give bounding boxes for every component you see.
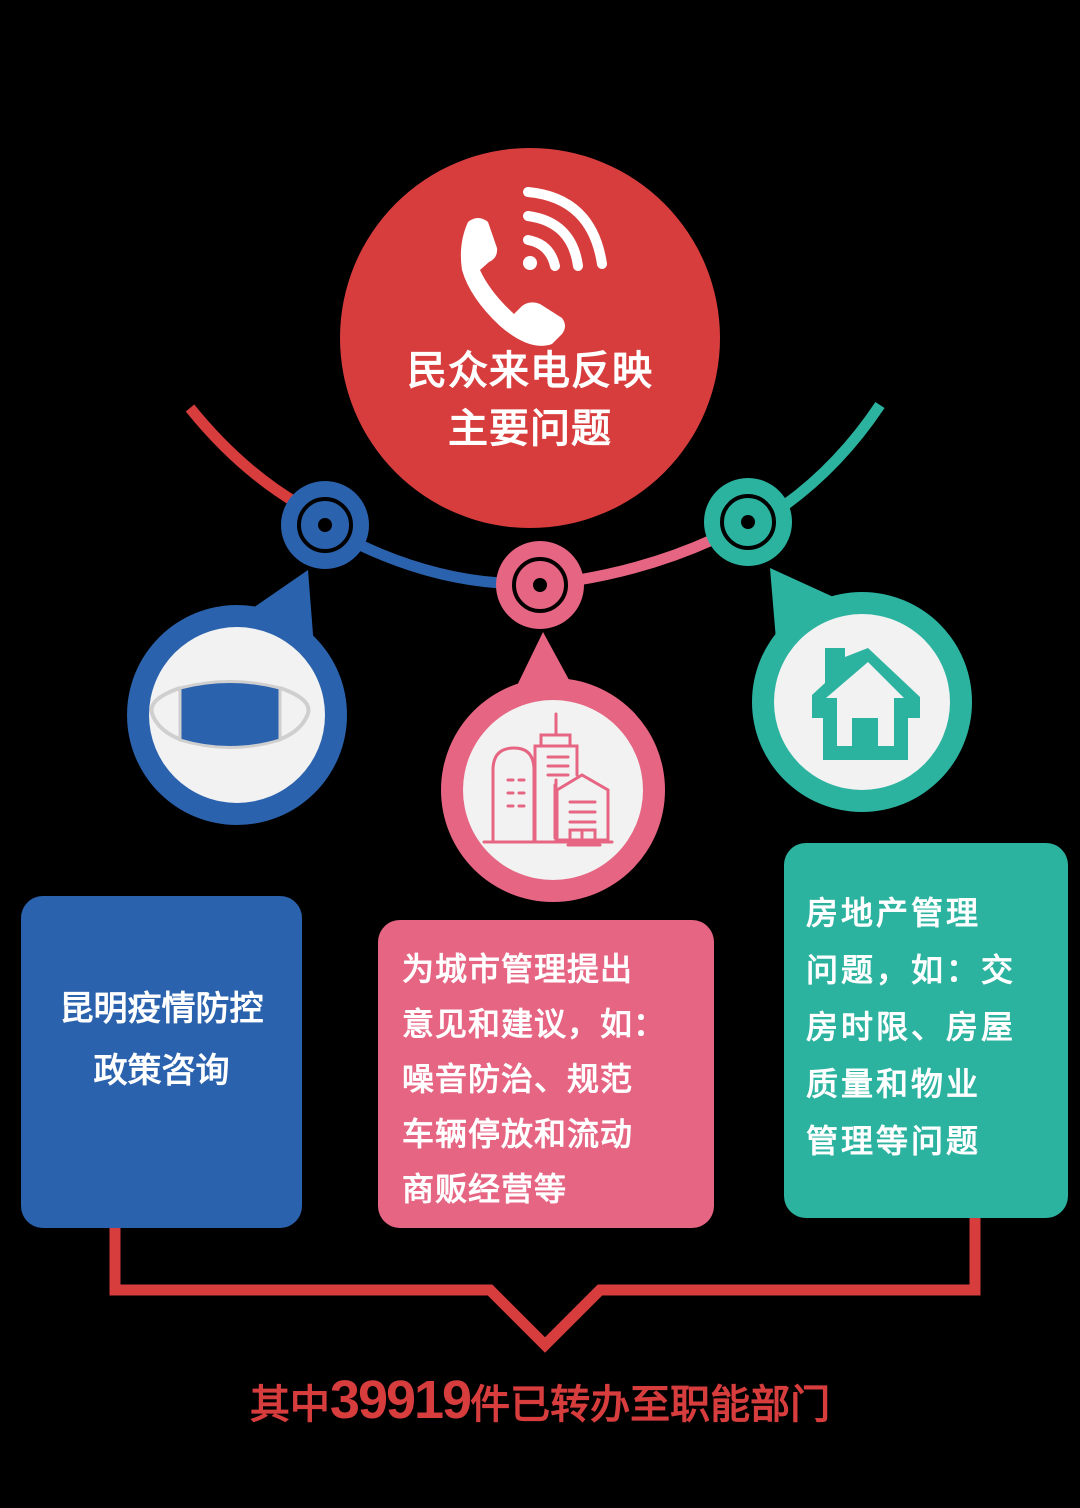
arc-blue-segment [357,540,501,589]
card-text-line: 房地产管理 [806,894,982,932]
hub-title: 民众来电反映 主要问题 [340,342,720,458]
arc-teal-segment [781,401,885,510]
summary-prefix: 其中 [249,1382,330,1428]
node-pink [496,541,584,629]
summary-count: 39919 [329,1370,472,1430]
card-text-line: 昆明疫情防控 [59,989,264,1029]
node-blue [281,481,369,569]
house-icon [812,648,920,760]
summary-suffix: 件已转办至职能部门 [470,1382,831,1428]
card-text-line: 噪音防治、规范 [402,1060,634,1098]
signal-waves [523,187,607,271]
card-text-line: 问题，如：交 [806,951,1017,989]
phone-ringing-icon [460,218,565,346]
node-teal [704,478,792,566]
card-text-line: 意见和建议，如： [402,1005,667,1043]
card-text-line: 政策咨询 [93,1051,230,1091]
card-text-line: 商贩经营等 [402,1170,568,1208]
face-mask-icon [149,680,311,749]
card-epidemic-policy: 昆明疫情防控 政策咨询 [21,896,302,1228]
card-text-line: 车辆停放和流动 [402,1115,634,1153]
hub-title-line1: 民众来电反映 [407,348,653,394]
bubble-pink [441,632,665,902]
summary-text: 其中39919件已转办至职能部门 [0,1370,1080,1435]
card-real-estate: 房地产管理 问题，如：交 房时限、房屋 质量和物业 管理等问题 [784,843,1068,1218]
city-buildings-icon [482,712,614,847]
card-text-line: 质量和物业 [806,1065,982,1103]
summary-bracket [109,1218,981,1353]
card-city-management: 为城市管理提出 意见和建议，如： 噪音防治、规范 车辆停放和流动 商贩经营等 [378,920,714,1228]
card-text-line: 管理等问题 [806,1122,982,1160]
hub-title-line2: 主要问题 [448,406,612,452]
card-text-line: 房时限、房屋 [806,1008,1017,1046]
arc-red-segment [185,404,303,510]
arc-pink-segment [577,534,715,586]
card-text-line: 为城市管理提出 [402,950,634,988]
